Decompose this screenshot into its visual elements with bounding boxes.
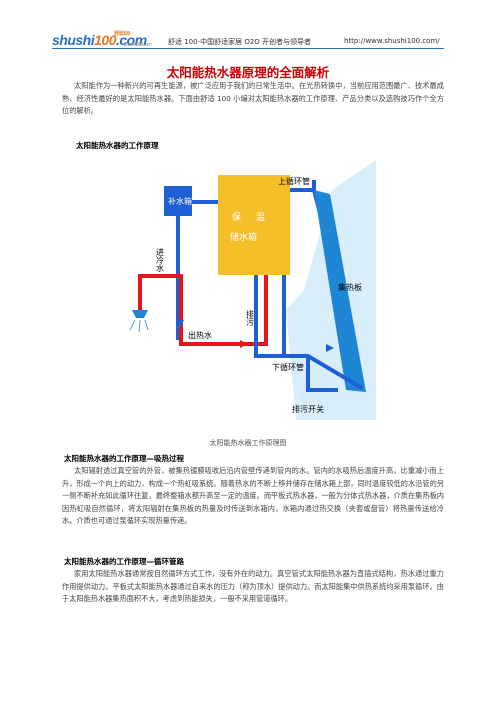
label-collector: 集热板 (338, 282, 362, 292)
logo-text: shushi (52, 32, 95, 48)
header-divider (52, 48, 444, 49)
flow-arrow (240, 340, 248, 348)
shower-head-icon (132, 310, 148, 318)
logo-number: 100 (94, 32, 116, 48)
subheading-circulation: 太阳能热水器的工作原理—循环管路 (64, 557, 184, 566)
supply-tank (164, 186, 192, 216)
site-url-link[interactable]: http://www.shushi100.com/ (344, 37, 440, 45)
label-storage-1: 保 (232, 211, 241, 223)
intro-paragraph: 太阳能作为一种新兴的可再生能源，被广泛应用于我们的日常生活中。在光热转换中，当前… (62, 81, 444, 115)
label-lower-loop: 下循环管 (272, 362, 304, 372)
label-drain-switch: 排污开关 (292, 404, 324, 414)
flow-arrow (326, 344, 334, 352)
label-drain: 排污 (246, 309, 255, 327)
site-slogan: 舒适 100-中国舒适家居 O2O 开创者与领导者 (168, 38, 312, 46)
diagram-caption: 太阳能热水器工作原理图 (209, 439, 287, 447)
solar-heater-diagram: 补水箱 进冷水 上循环管 保 温 储水箱 集热板 下循环管 出热水 排污 排污开… (129, 160, 376, 420)
label-storage-2: 温 (256, 212, 265, 223)
section-heading-working-principle: 太阳能热水器的工作原理 (76, 141, 159, 150)
heat-absorption-paragraph: 太阳辐射透过真空管的外管，被集热镀膜吸收后沿内管壁传递到管内的水。管内的水吸热后… (62, 466, 444, 525)
page-header: shushi100.com 舒适100 shushi100.com 舒适 100… (0, 0, 496, 50)
logo-suffix: .com (115, 32, 147, 48)
label-storage-3: 储水箱 (230, 231, 257, 243)
shower-spray-icon (129, 319, 149, 333)
drain-pipe (282, 275, 338, 392)
circulation-paragraph: 家用太阳能热水器通常按自然循环方式工作，没有外在的动力。真空管式太阳能热水器为直… (62, 569, 444, 603)
shushi100-logo[interactable]: shushi100.com 舒适100 shushi100.com (52, 31, 152, 48)
storage-tank (218, 175, 290, 275)
label-hot-out: 出热水 (188, 330, 212, 340)
flow-arrow (176, 320, 184, 328)
page-title: 太阳能热水器原理的全面解析 (166, 65, 330, 80)
logo-tag: 舒适100 (114, 31, 130, 37)
subheading-heat-absorption: 太阳能热水器的工作原理—吸热过程 (64, 454, 184, 463)
logo-domain: shushi100.com (124, 42, 152, 48)
label-cold-in: 进冷水 (156, 248, 165, 272)
label-upper-loop: 上循环管 (278, 176, 310, 186)
cold-in-pipe (176, 200, 218, 340)
label-supply-tank: 补水箱 (168, 196, 192, 206)
solar-collector (314, 190, 366, 392)
hot-water-pipe (138, 274, 268, 346)
